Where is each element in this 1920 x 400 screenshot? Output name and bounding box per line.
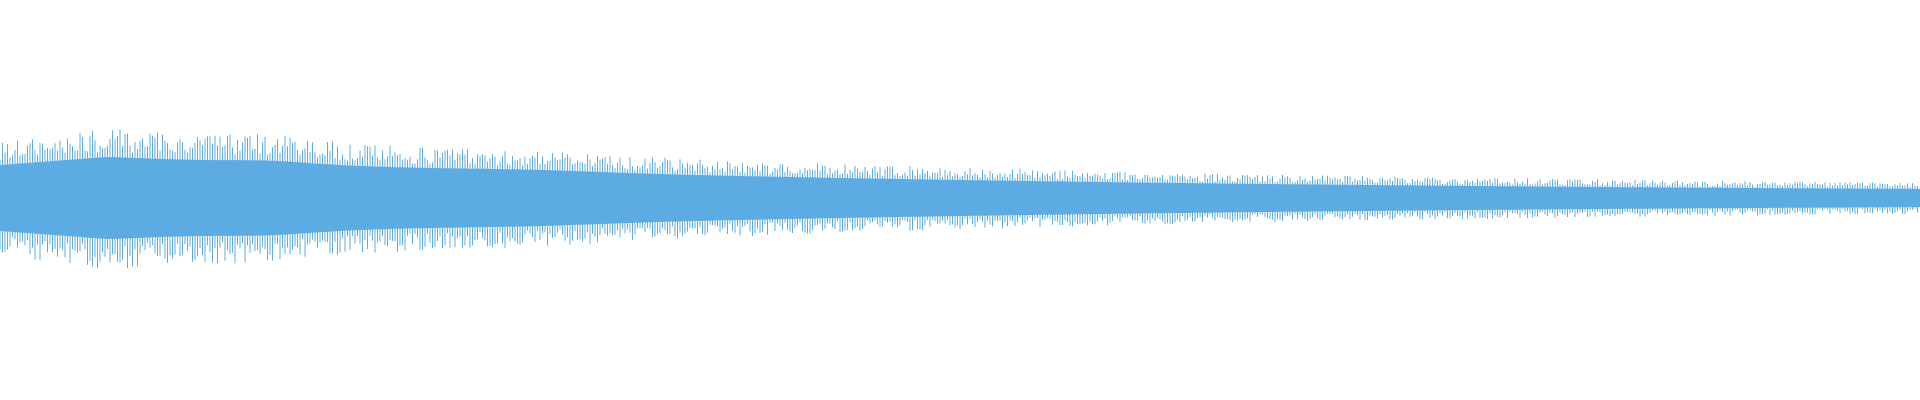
waveform-bars (0, 129, 1920, 269)
